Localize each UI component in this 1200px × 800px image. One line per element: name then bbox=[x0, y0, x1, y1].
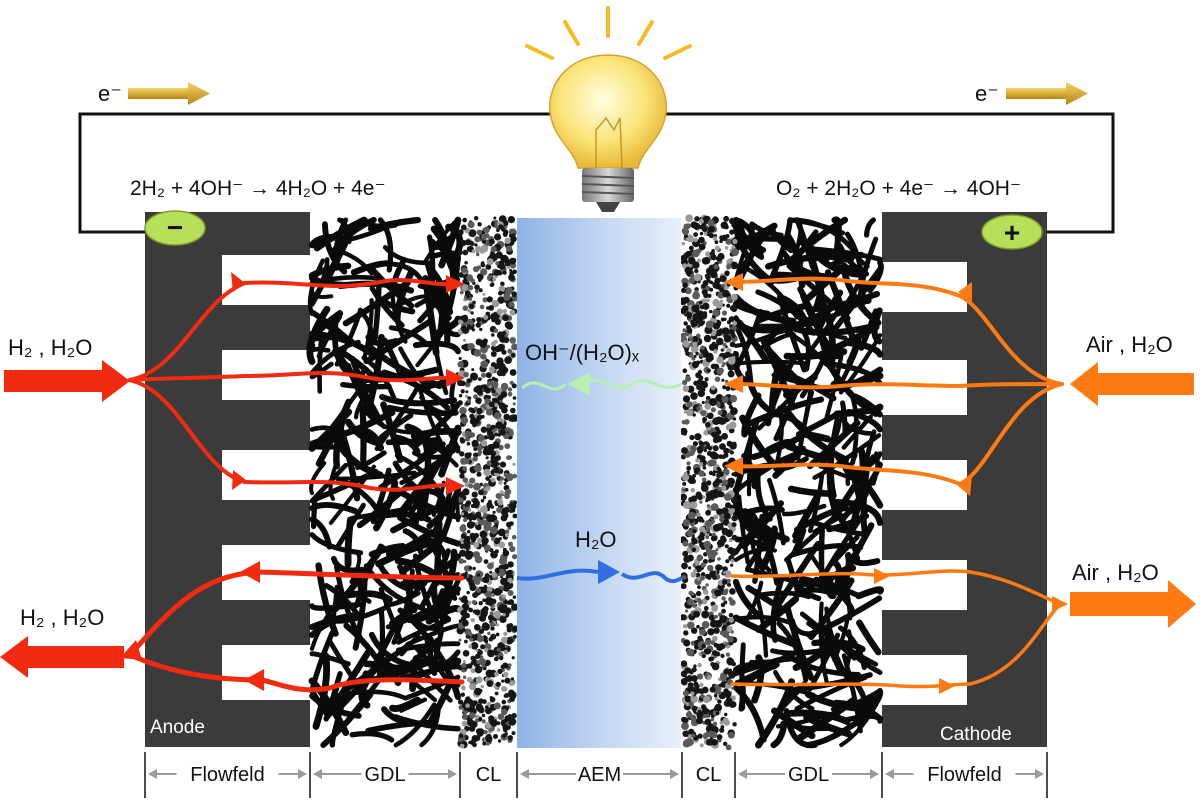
anode-flow-arrows bbox=[127, 278, 465, 693]
aem-membrane bbox=[517, 218, 681, 748]
cathode-flow-arrows bbox=[730, 276, 1064, 689]
cathode-arrowheads bbox=[724, 273, 1068, 694]
membrane-ion-label: OH⁻/(H₂O)ₓ bbox=[525, 340, 640, 365]
electron-label-left: e⁻ bbox=[98, 81, 122, 106]
anode-inlet-label: H₂ , H₂O bbox=[8, 335, 92, 360]
anode-arrowheads bbox=[120, 272, 465, 691]
plus-sign-icon: + bbox=[1004, 217, 1020, 248]
cathode-outlet-label: Air , H₂O bbox=[1072, 560, 1159, 585]
anode-terminal: − bbox=[144, 210, 206, 246]
catalyst-layer-anode bbox=[456, 215, 519, 749]
cathode-equation: O₂ + 2H₂O + 4e⁻ → 4OH⁻ bbox=[776, 177, 1021, 200]
cathode-outlet-arrow-icon bbox=[1070, 580, 1196, 628]
legend-layer-label: GDL bbox=[788, 764, 829, 786]
cathode-terminal: + bbox=[981, 214, 1043, 250]
catalyst-layer-cathode bbox=[679, 214, 739, 751]
ion-transport-arrow bbox=[521, 372, 683, 396]
electron-arrow-right-icon bbox=[1006, 82, 1088, 105]
electron-arrow-left-icon bbox=[128, 82, 210, 105]
anode-outlet-arrow-icon bbox=[0, 636, 124, 678]
water-transport-arrow bbox=[516, 560, 683, 584]
anode-label: Anode bbox=[150, 717, 205, 738]
anode-inlet-arrow-icon bbox=[4, 360, 130, 402]
anode-equation: 2H₂ + 4OH⁻ → 4H₂O + 4e⁻ bbox=[130, 177, 386, 200]
legend-layer-label: Flowfeld bbox=[190, 764, 264, 786]
layer-legend: Flowfeld GDL CL AEM CL GDL Flowfeld bbox=[144, 752, 1048, 798]
cathode-inlet-label: Air , H₂O bbox=[1086, 332, 1173, 357]
minus-sign-icon: − bbox=[167, 212, 183, 243]
cathode-label: Cathode bbox=[940, 724, 1012, 745]
legend-layer-label: AEM bbox=[578, 764, 621, 786]
membrane-water-label: H₂O bbox=[575, 527, 617, 552]
light-bulb-icon bbox=[525, 6, 692, 212]
gdl-anode bbox=[306, 216, 464, 748]
legend-layer-label: CL bbox=[476, 764, 502, 786]
legend-layer-label: Flowfeld bbox=[927, 764, 1001, 786]
gdl-cathode bbox=[732, 216, 884, 749]
anode-outlet-label: H₂ , H₂O bbox=[20, 605, 104, 630]
cathode-inlet-arrow-icon bbox=[1070, 362, 1194, 406]
legend-layer-label: GDL bbox=[364, 764, 405, 786]
legend-layer-label: CL bbox=[696, 764, 722, 786]
electron-label-right: e⁻ bbox=[975, 81, 999, 106]
